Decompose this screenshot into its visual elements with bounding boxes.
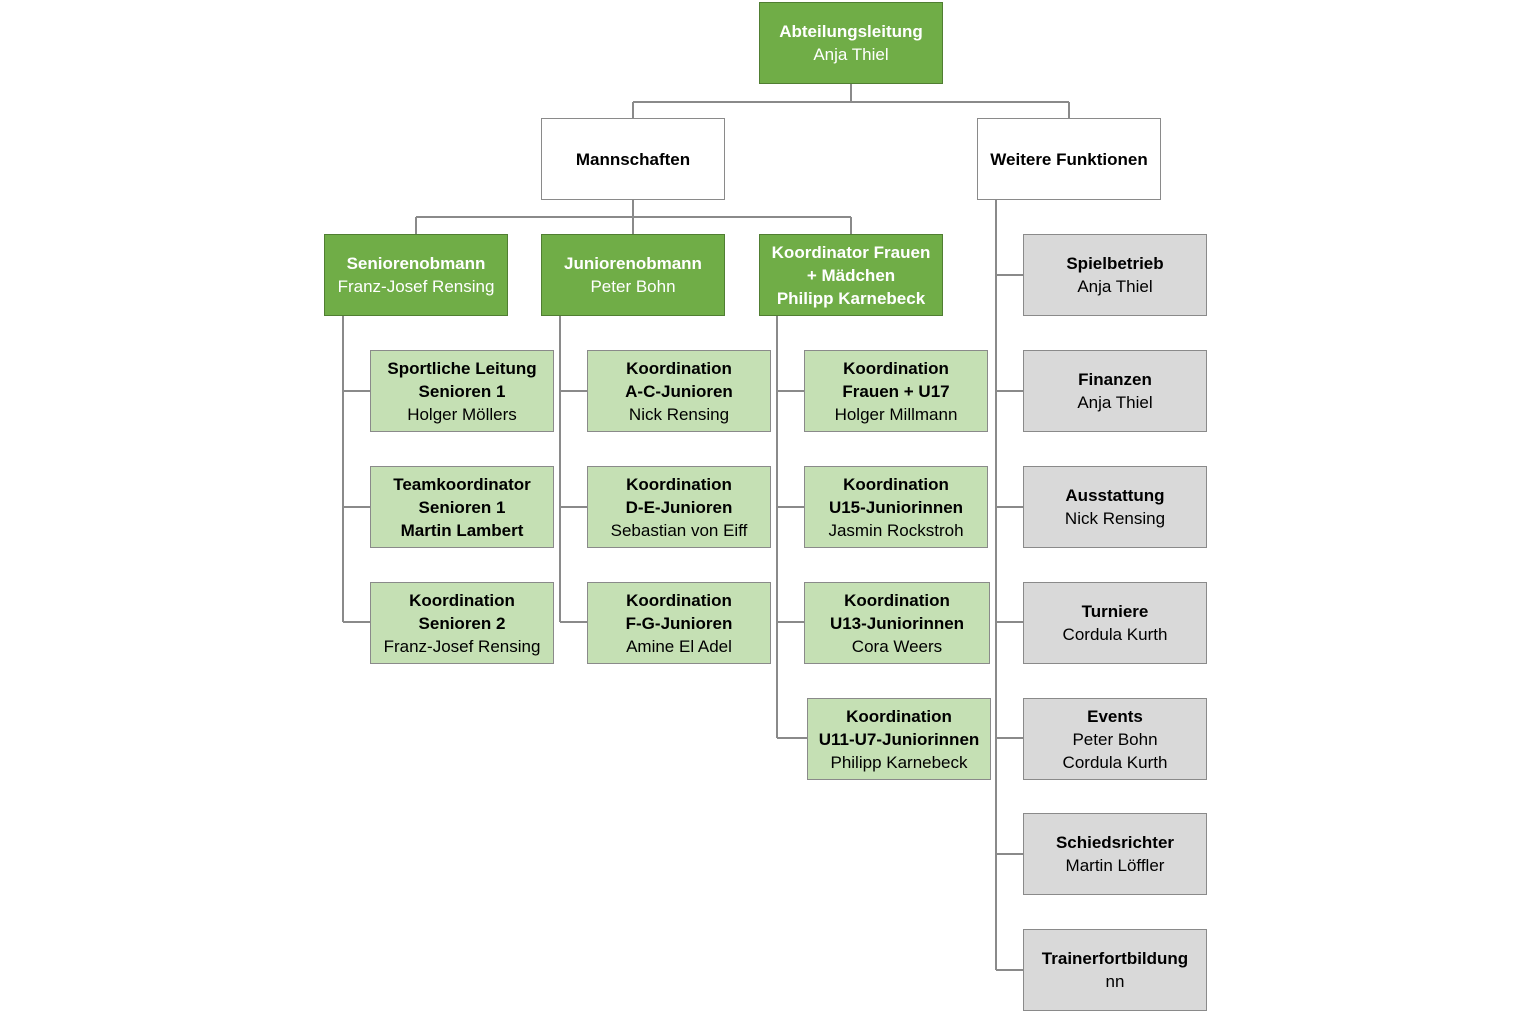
frauen-item-box: Koordination Frauen + U17 Holger Millman… [804, 350, 988, 432]
box-line1: Koordination [846, 706, 952, 726]
box-name: Martin Löffler [1065, 856, 1165, 875]
funktion-box: Spielbetrieb Anja Thiel [1023, 234, 1207, 316]
box-title: Juniorenobmann [564, 254, 702, 273]
frauen-item-box: Koordination U11-U7-Juniorinnen Philipp … [807, 698, 991, 780]
box-name: Martin Lambert [400, 520, 524, 540]
box-name-2: Cordula Kurth [1062, 752, 1168, 772]
box-line2: Senioren 1 [418, 381, 506, 401]
box-name: Nick Rensing [628, 404, 730, 424]
seniorenobmann-box: Seniorenobmann Franz-Josef Rensing [324, 234, 508, 316]
mannschaften-box: Mannschaften [541, 118, 725, 200]
funktion-box: Finanzen Anja Thiel [1023, 350, 1207, 432]
box-name: Anja Thiel [813, 45, 889, 64]
box-line1: Koordination [843, 474, 949, 494]
box-line2: A-C-Junioren [625, 381, 733, 401]
box-line1: Koordination [844, 590, 950, 610]
box-title-line2: + Mädchen [806, 265, 896, 285]
box-name: Franz-Josef Rensing [337, 277, 495, 296]
box-name: Anja Thiel [1077, 393, 1153, 412]
box-line1: Teamkoordinator [393, 474, 531, 494]
box-line1: Koordination [409, 590, 515, 610]
box-line2: U13-Juniorinnen [829, 613, 965, 633]
junioren-item-box: Koordination A-C-Junioren Nick Rensing [587, 350, 771, 432]
box-name: Holger Millmann [834, 404, 958, 424]
box-title: Abteilungsleitung [779, 22, 923, 41]
frauen-item-box: Koordination U15-Juniorinnen Jasmin Rock… [804, 466, 988, 548]
box-title-line1: Koordinator Frauen [771, 242, 931, 262]
box-name: Peter Bohn [1072, 729, 1158, 749]
weitere-funktionen-box: Weitere Funktionen [977, 118, 1161, 200]
box-line2: U11-U7-Juniorinnen [818, 729, 980, 749]
box-line2: D-E-Junioren [625, 497, 733, 517]
box-line2: U15-Juniorinnen [828, 497, 964, 517]
junioren-item-box: Koordination D-E-Junioren Sebastian von … [587, 466, 771, 548]
box-name: Cordula Kurth [1062, 625, 1168, 644]
box-name: Franz-Josef Rensing [383, 636, 541, 656]
box-title: Trainerfortbildung [1041, 949, 1189, 968]
box-title: Spielbetrieb [1066, 254, 1164, 273]
box-line1: Koordination [626, 474, 732, 494]
box-name: Philipp Karnebeck [776, 288, 926, 308]
box-title: Finanzen [1078, 370, 1152, 389]
box-name: Sebastian von Eiff [610, 520, 748, 540]
box-line2: Senioren 1 [418, 497, 506, 517]
box-name: nn [1105, 972, 1125, 991]
frauen-item-box: Koordination U13-Juniorinnen Cora Weers [804, 582, 990, 664]
box-title: Turniere [1081, 602, 1149, 621]
box-name: Philipp Karnebeck [830, 752, 968, 772]
box-line1: Koordination [843, 358, 949, 378]
box-line2: F-G-Junioren [625, 613, 733, 633]
funktion-box: Trainerfortbildung nn [1023, 929, 1207, 1011]
senioren-item-box: Teamkoordinator Senioren 1 Martin Lamber… [370, 466, 554, 548]
funktion-box: Events Peter Bohn Cordula Kurth [1023, 698, 1207, 780]
senioren-item-box: Koordination Senioren 2 Franz-Josef Rens… [370, 582, 554, 664]
box-title: Events [1087, 706, 1143, 726]
juniorenobmann-box: Juniorenobmann Peter Bohn [541, 234, 725, 316]
koordinator-frauen-box: Koordinator Frauen + Mädchen Philipp Kar… [759, 234, 943, 316]
box-name: Amine El Adel [626, 636, 732, 656]
funktion-box: Ausstattung Nick Rensing [1023, 466, 1207, 548]
box-name: Holger Möllers [407, 404, 517, 424]
funktion-box: Turniere Cordula Kurth [1023, 582, 1207, 664]
senioren-item-box: Sportliche Leitung Senioren 1 Holger Möl… [370, 350, 554, 432]
box-line2: Senioren 2 [418, 613, 506, 633]
box-title: Seniorenobmann [346, 254, 486, 273]
box-title: Mannschaften [575, 149, 691, 169]
box-line1: Sportliche Leitung [387, 358, 537, 378]
box-name: Peter Bohn [590, 277, 676, 296]
box-line2: Frauen + U17 [842, 381, 950, 401]
box-name: Nick Rensing [1064, 509, 1166, 528]
funktion-box: Schiedsrichter Martin Löffler [1023, 813, 1207, 895]
box-name: Jasmin Rockstroh [828, 520, 964, 540]
box-name: Cora Weers [851, 636, 943, 656]
box-line1: Koordination [626, 590, 732, 610]
box-title: Ausstattung [1065, 486, 1165, 505]
box-line1: Koordination [626, 358, 732, 378]
abteilungsleitung-box: Abteilungsleitung Anja Thiel [759, 2, 943, 84]
junioren-item-box: Koordination F-G-Junioren Amine El Adel [587, 582, 771, 664]
box-title: Schiedsrichter [1055, 833, 1175, 852]
box-name: Anja Thiel [1077, 277, 1153, 296]
box-title: Weitere Funktionen [990, 149, 1148, 169]
